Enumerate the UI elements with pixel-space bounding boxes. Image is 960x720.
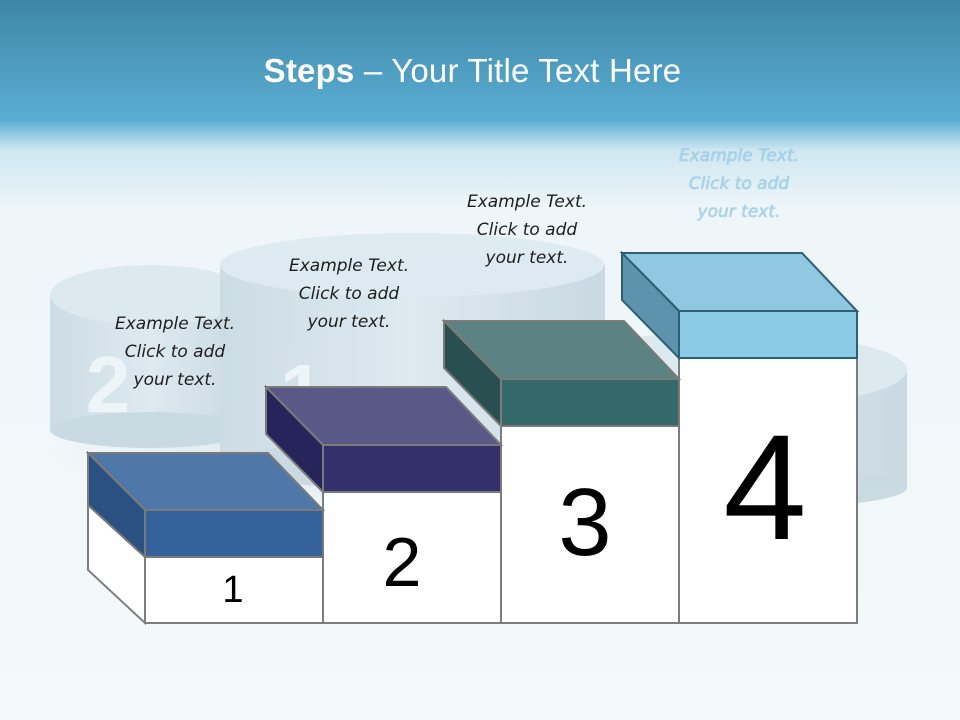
caption-4-line1: Example Text. [678,146,800,166]
step-number-1: 1 [222,569,244,611]
caption-1-line3: your text. [133,370,217,390]
step-block-4[interactable] [619,250,860,361]
step-frames [87,357,858,626]
caption-2-line3: your text. [307,312,391,332]
caption-step-3[interactable]: Example Text. Click to add your text. [442,188,612,272]
caption-3-line3: your text. [485,248,569,268]
step-number-2: 2 [382,523,422,601]
caption-4-line2: Click to add [688,174,790,194]
caption-2-line1: Example Text. [288,256,410,276]
title-bold: Steps [263,52,355,89]
podium-number-2: 2 [86,340,131,429]
podium-second [50,265,250,448]
caption-3-line1: Example Text. [466,192,588,212]
caption-step-2[interactable]: Example Text. Click to add your text. [264,252,434,336]
caption-2-line2: Click to add [298,284,400,304]
caption-4-line3: your text. [697,202,781,222]
step-block-3[interactable] [441,318,682,429]
caption-1-line2: Click to add [124,342,226,362]
step-number-4: 4 [723,403,807,571]
step-number-3: 3 [558,469,612,576]
caption-step-4[interactable]: Example Text. Click to add your text. [654,142,824,226]
caption-3-line2: Click to add [476,220,578,240]
title-rest: – Your Title Text Here [354,52,682,89]
caption-step-1[interactable]: Example Text. Click to add your text. [90,310,260,394]
step-block-1[interactable] [85,450,326,560]
step-block-2[interactable] [263,384,504,495]
caption-1-line1: Example Text. [114,314,236,334]
page-title[interactable]: Steps – Your Title Text Here [0,52,945,90]
